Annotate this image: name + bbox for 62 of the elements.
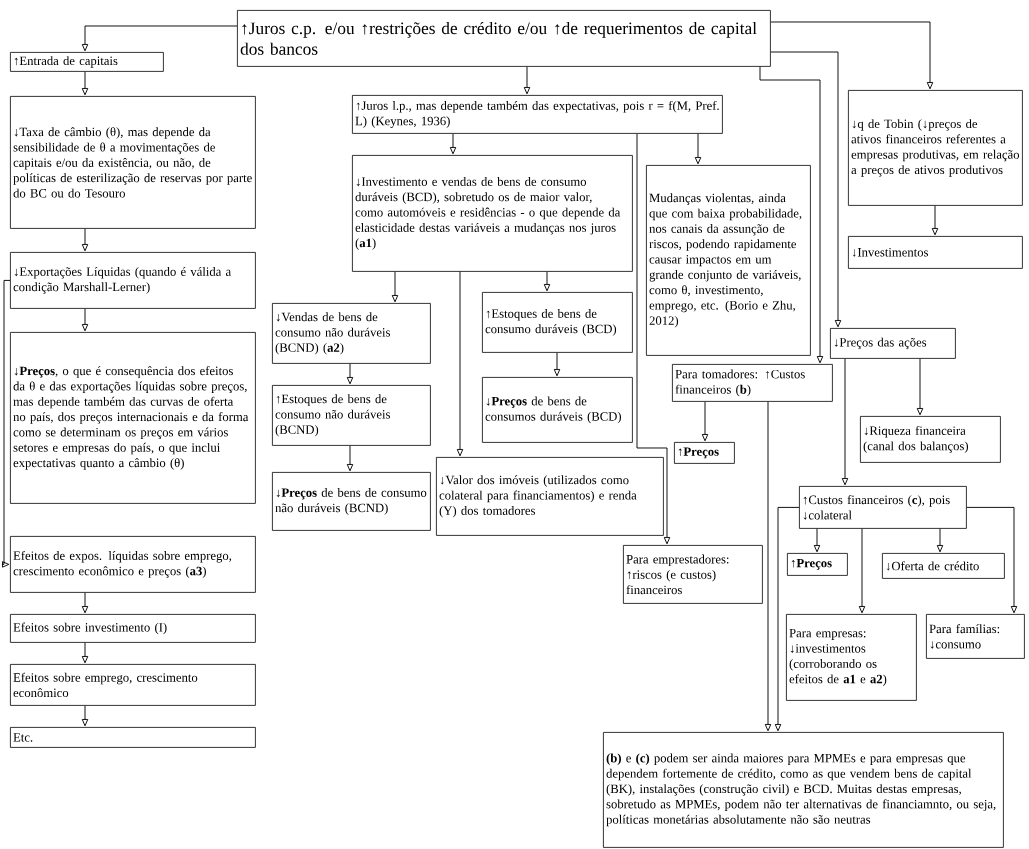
arrow — [81, 228, 89, 252]
arrow — [391, 271, 399, 303]
arrow — [636, 133, 671, 545]
arrow — [841, 358, 849, 486]
arrow — [81, 592, 89, 614]
arrow — [813, 528, 821, 553]
text-box: Etc. — [10, 727, 256, 748]
arrow — [543, 271, 551, 292]
text-box: Mudanças violentas, ainda que com baixa probabilidade, nos canais da assunção de riscos, podendo rapidamente causar impactos em um grande conjunto de variáveis, como θ, investimento, emprego, etc. (Borio e Zhu, 2012) — [646, 165, 811, 356]
arrow — [346, 445, 354, 472]
text-box: ↓q de Tobin (↓preços de ativos financeiros referentes a empresas produtivas, em relação a preços de ativos produtivos — [848, 90, 1023, 206]
arrow — [770, 51, 842, 328]
arrow — [774, 506, 800, 732]
arrow — [346, 363, 354, 385]
text-box: ↓Preços das ações — [830, 328, 956, 359]
arrow — [770, 21, 934, 90]
arrow — [858, 528, 866, 614]
text-box: ↑Juros c.p. e/ou ↑restrições de crédito e/ou ↑de requerimentos de capital dos bancos — [237, 10, 771, 67]
arrow — [81, 308, 89, 332]
arrow — [523, 66, 531, 95]
arrow — [553, 352, 561, 377]
text-box: ↓Investimentos — [848, 236, 1023, 269]
arrow — [764, 401, 772, 732]
text-box: Para tomadores: ↑Custos financeiros (b) — [672, 364, 833, 402]
text-box: (b) e (c) podem ser ainda maiores para MPMEs e para empresas que dependem fortemente de crédito, como as que vendem bens de capital (BK), instalações (construção civil) e BCD. Muitas destas empresas, sobretudo as MPMEs, podem não ter alternativas de financiamnto, ou seja, políticas monetárias absolutamente não são neutras — [603, 732, 1004, 848]
arrow — [81, 642, 89, 664]
text-box: ↓Oferta de crédito — [882, 553, 1005, 579]
arrow — [81, 71, 89, 96]
arrow — [81, 25, 238, 52]
text-box: Efeitos sobre investimento (I) — [10, 614, 256, 643]
arrow — [931, 205, 939, 236]
text-box: ↑Estoques de bens de consumo não duráveis (BCND) — [272, 385, 431, 446]
arrow — [916, 358, 924, 416]
text-box: ↑Custos financeiros (c), pois ↓colateral — [799, 486, 967, 529]
text-box: ↑Juros l.p., mas depende também das expectativas, pois r = f(M, Pref. L) (Keynes, 1936) — [352, 95, 723, 134]
text-box: ↑Preços — [674, 442, 735, 464]
arrow — [701, 401, 709, 442]
arrow — [694, 133, 702, 165]
text-box: Efeitos sobre emprego, crescimento econômico — [10, 664, 256, 706]
text-box: ↓Riqueza financeira (canal dos balanços) — [860, 416, 1001, 463]
arrow — [456, 271, 464, 457]
text-box: Para emprestadores: ↑riscos (e custos) financeiros — [623, 545, 763, 604]
text-box: ↑Entrada de capitais — [10, 52, 164, 72]
text-box: Para famílias: ↓consumo — [926, 614, 1025, 659]
text-box: ↓Preços de bens de consumos duráveis (BCD) — [482, 377, 633, 443]
text-box: ↑Estoques de bens de consumo duráveis (BCD) — [482, 292, 633, 353]
text-box: ↑Preços — [787, 553, 848, 576]
arrow — [759, 66, 824, 364]
text-box: ↓Exportações Líquidas (quando é válida a condição Marshall-Lerner) — [10, 252, 256, 309]
text-box: Para empresas: ↓investimentos (corroborando os efeitos de a1 e a2) — [786, 614, 917, 701]
text-box: ↓Valor dos imóveis (utilizados como colateral para financiamentos) e renda (Y) dos tomadores — [436, 457, 664, 536]
arrow — [81, 705, 89, 727]
text-box: Efeitos de expos. líquidas sobre emprego, crescimento econômico e preços (a3) — [10, 536, 256, 593]
arrow — [1, 279, 11, 568]
text-box: ↓Preços, o que é consequência dos efeitos da θ e das exportações líquidas sobre preços, mas depende também das curvas de oferta no país, dos preços internacionais e da forma como se determinam os preços em vários setores e empresas do país, o que inclui expectativas quanto a câmbio (θ) — [10, 332, 256, 504]
arrow — [966, 506, 1018, 614]
arrow — [449, 133, 457, 155]
text-box: ↓Vendas de bens de consumo não duráveis (BCND) (a2) — [272, 303, 431, 364]
arrow — [936, 528, 944, 553]
text-box: ↓Taxa de câmbio (θ), mas depende da sensibilidade de θ a movimentações de capitais e/ou da existência, ou não, de políticas de esterilização de reservas por parte do BC ou do Tesouro — [10, 96, 256, 229]
text-box: ↓Preços de bens de consumo não duráveis (BCND) — [272, 472, 431, 531]
text-box: ↓Investimento e vendas de bens de consumo duráveis (BCD), sobretudo os de maior valor, como automóveis e residências - o que depende da elasticidade destas variáveis a mudanças nos juros (a1) — [352, 155, 633, 272]
